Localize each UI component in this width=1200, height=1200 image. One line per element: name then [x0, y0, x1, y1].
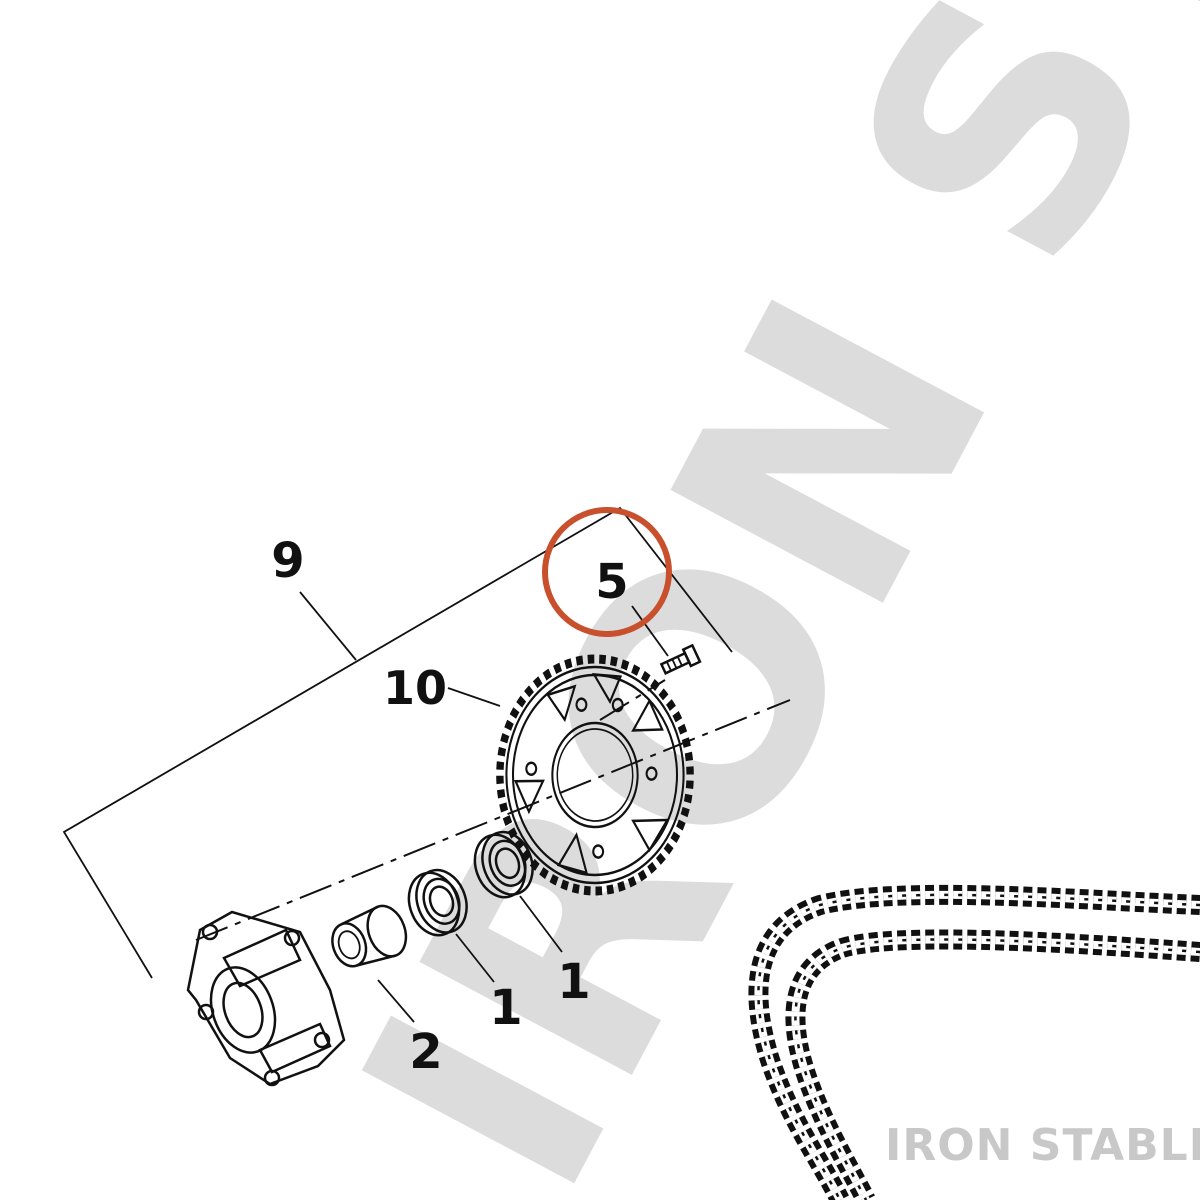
leader-2: [377, 979, 415, 1023]
leader-1-right: [519, 895, 563, 953]
callout-5: 5: [595, 554, 628, 610]
bolt-part-5: [659, 643, 702, 675]
leader-10: [447, 687, 501, 707]
drive-chain: [748, 884, 1200, 1200]
bearing-part-1-right: [473, 830, 534, 899]
callout-2: 2: [409, 1024, 442, 1080]
sprocket-carrier-hub: [186, 910, 346, 1087]
axis-centerline: [195, 699, 791, 941]
bracket-9: [62, 506, 733, 979]
watermark-text: IRON ST: [290, 0, 1200, 1200]
callout-9: 9: [271, 533, 304, 589]
leader-1-left: [455, 933, 495, 983]
watermark-label: IRON STABLE: [885, 1120, 1200, 1171]
callout-1-left: 1: [489, 980, 522, 1036]
leader-5: [631, 605, 669, 657]
callout-10: 10: [383, 661, 447, 715]
watermark: IRON ST: [290, 0, 1200, 1200]
callout-1-right: 1: [557, 954, 590, 1010]
bearing-part-1-left: [407, 868, 468, 937]
sprocket-part-10: [496, 654, 694, 896]
spacer-part-2: [331, 904, 408, 968]
highlight-ring: [542, 507, 672, 637]
